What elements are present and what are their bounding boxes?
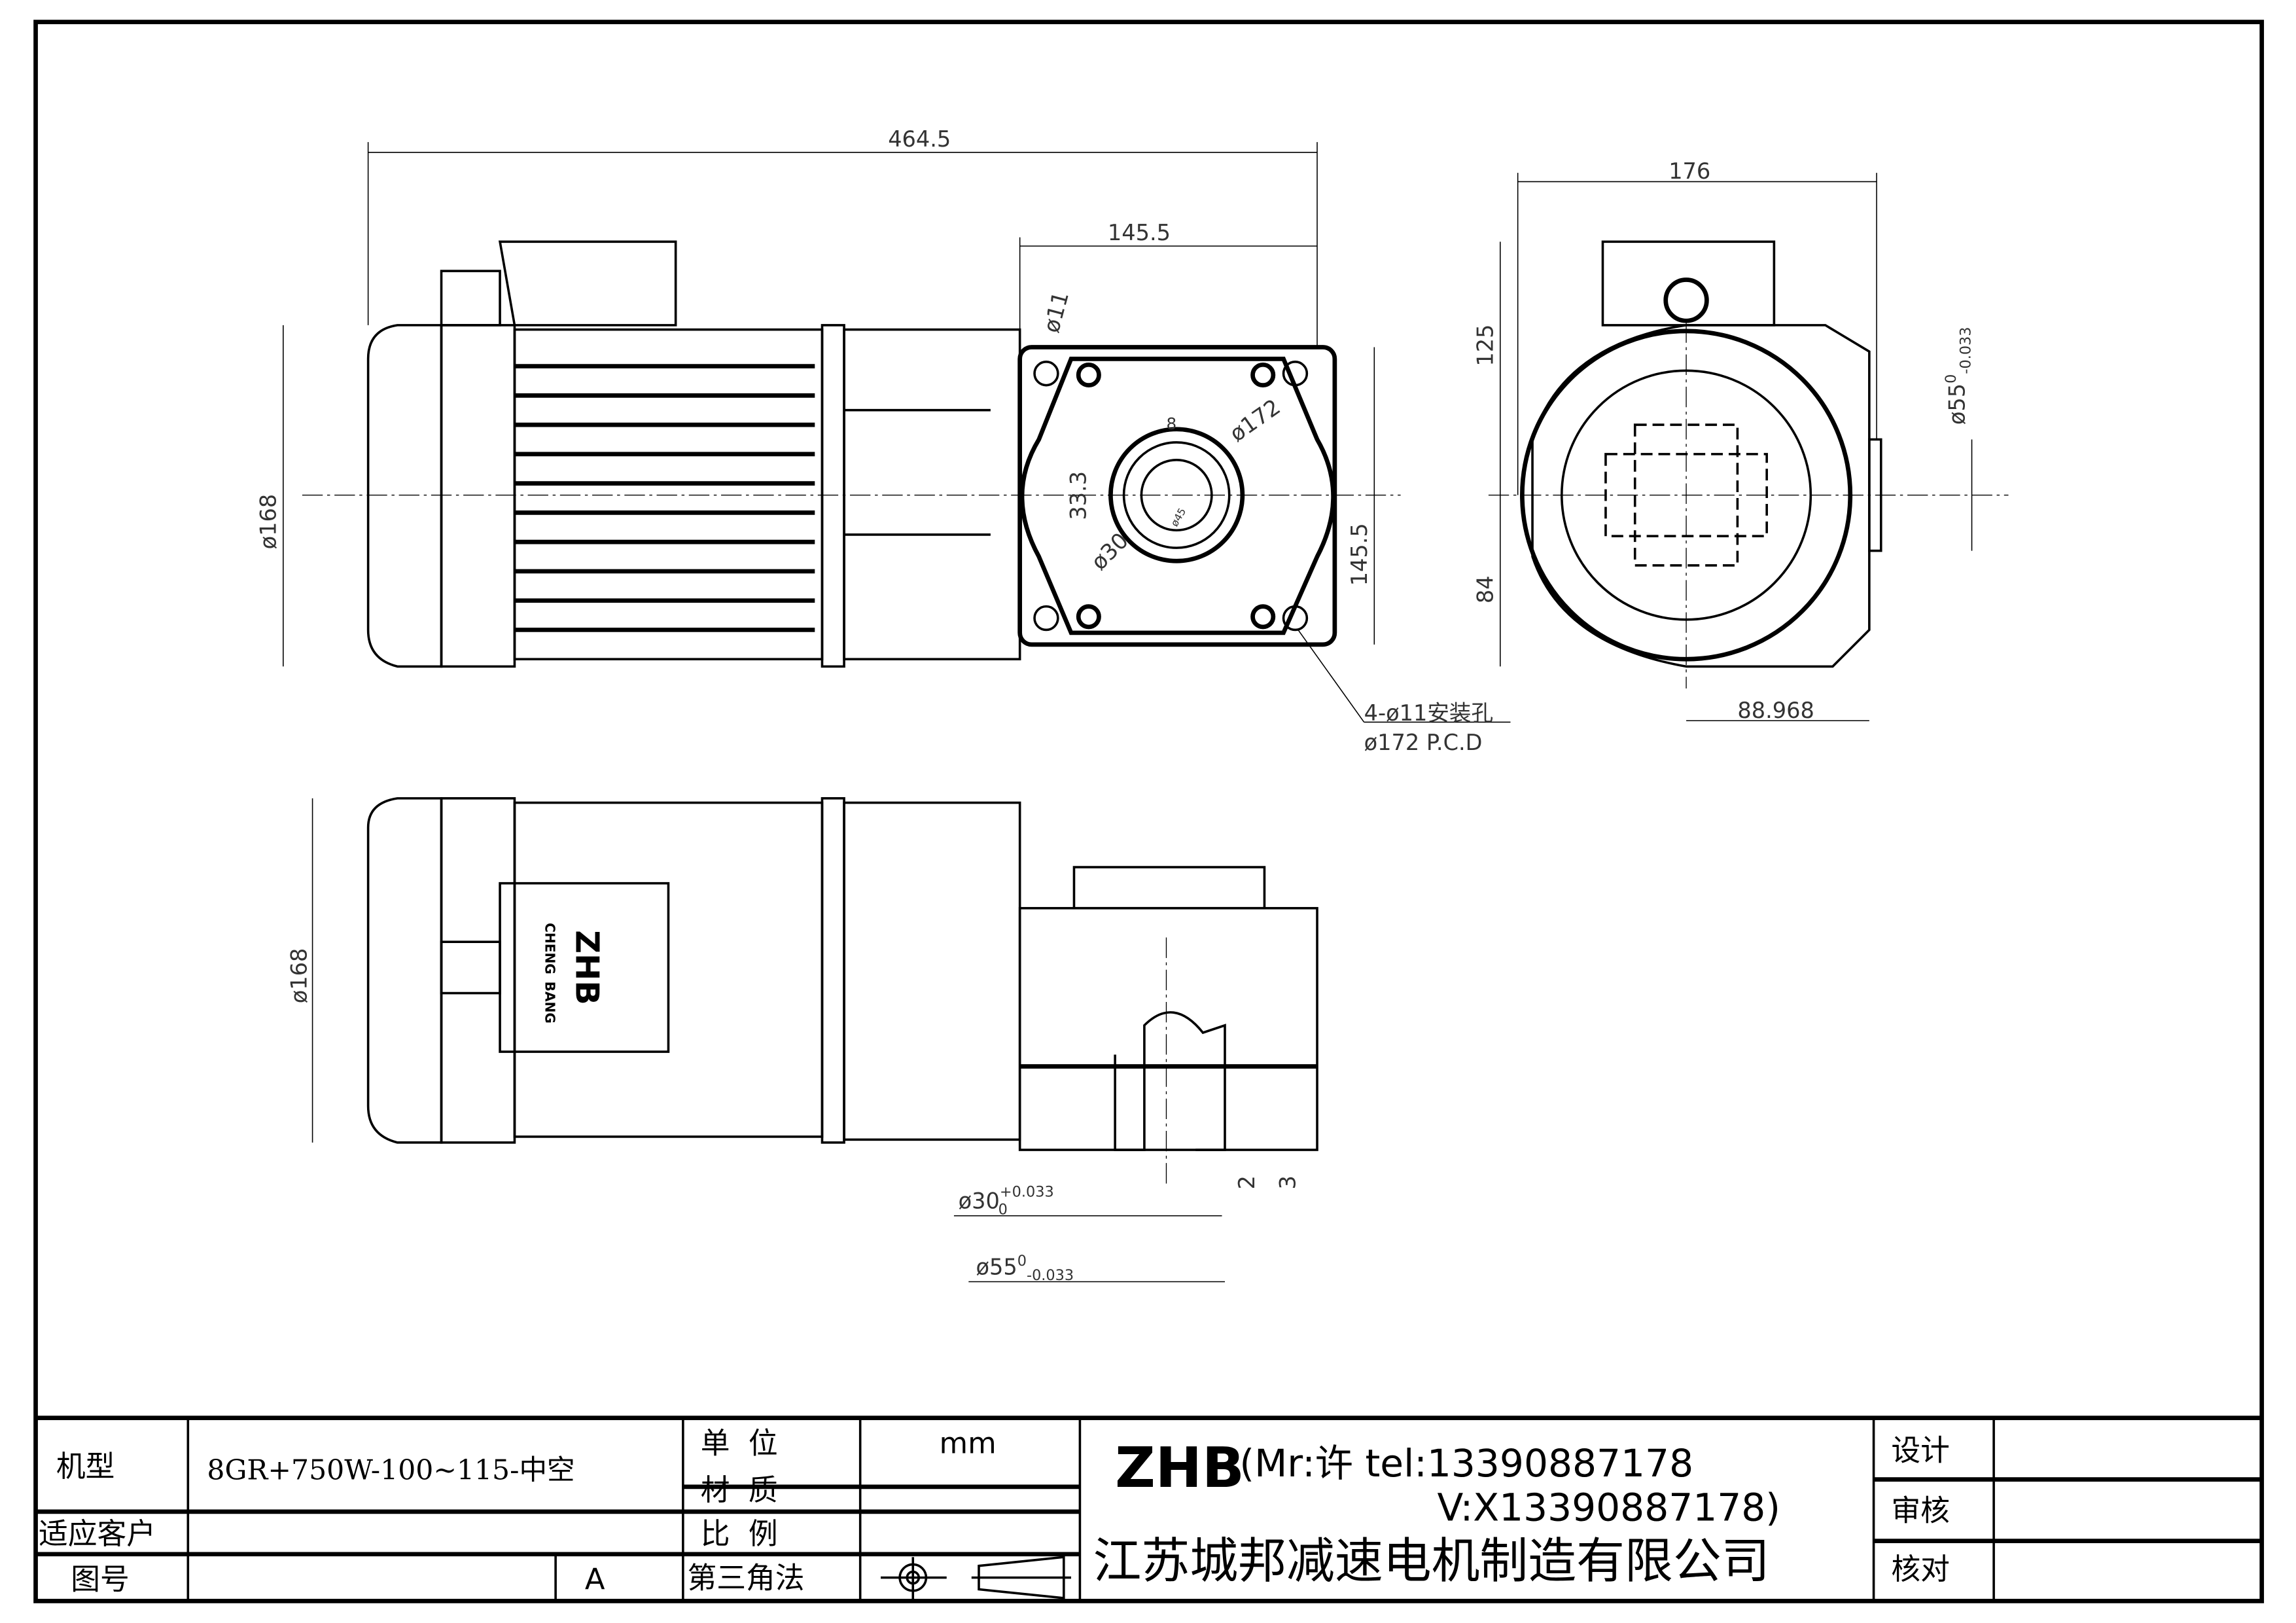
model-value: 8GR+750W-100~115-中空	[207, 1455, 574, 1487]
dim-hub: ø55	[976, 1254, 1017, 1279]
gearbox-body	[843, 328, 1021, 661]
logo-brand: ZHB	[568, 930, 606, 1005]
front-view: 464.5 145.5 ø168 ø11 ø172 33.3 ø30 8 ø45…	[256, 126, 1511, 755]
logo-text-2: BANG	[542, 982, 557, 1024]
dim-offset: 88.968	[1737, 698, 1814, 723]
dim-height-top: 125	[1473, 325, 1498, 366]
bore	[1140, 459, 1213, 532]
dim-key-height: 33.3	[1065, 471, 1091, 520]
brand-logo: ZHB	[1115, 1436, 1245, 1501]
terminal-box	[1601, 240, 1776, 327]
motor-end-cap	[366, 324, 443, 668]
dim-motor-dia: ø168	[256, 494, 281, 550]
revision: A	[585, 1562, 605, 1597]
dim-hub-dia: ø45	[1168, 506, 1188, 529]
mount-hole	[1033, 605, 1059, 632]
mount-hole	[1033, 361, 1059, 387]
drawing-no-label: 图号	[71, 1562, 130, 1597]
dim-hub-tol-lower: -0.033	[1027, 1267, 1074, 1284]
company-name: 江苏城邦减速电机制造有限公司	[1093, 1533, 1770, 1590]
dim-bottom-motor-dia: ø168	[287, 948, 312, 1004]
note-pcd: ø172 P.C.D	[1364, 730, 1483, 755]
contact-line1: (Mr:许 tel:13390887178	[1239, 1441, 1693, 1486]
dim-overall-length: 464.5	[888, 126, 951, 152]
svg-text:ø550-0.033: ø550-0.033	[976, 1253, 1074, 1284]
model-label: 机型	[56, 1449, 115, 1484]
dim-key-width: 8	[1166, 414, 1176, 433]
review-label: 审核	[1891, 1493, 1950, 1527]
hollow-shaft-section	[1114, 1011, 1226, 1151]
unit-value: mm	[940, 1425, 997, 1460]
projection-label: 第三角法	[688, 1560, 805, 1595]
mount-hole	[1282, 605, 1309, 632]
dim-side-hub: ø55	[1944, 383, 1969, 425]
logo-text-1: CHENG	[542, 923, 557, 974]
note-mount-holes: 4-ø11安装孔	[1364, 700, 1493, 726]
dim-bore-tol-upper: +0.033	[1000, 1184, 1054, 1201]
customer-label: 适应客户	[39, 1516, 156, 1551]
design-label: 设计	[1891, 1433, 1950, 1468]
scale-label: 比 例	[701, 1516, 778, 1551]
dim-hole-dia: ø11	[1038, 289, 1074, 335]
projection-symbol-icon	[881, 1556, 1071, 1600]
check-label: 核对	[1891, 1552, 1950, 1586]
drawing-border	[33, 20, 2265, 1603]
terminal-box	[498, 240, 677, 327]
title-block: 机型 8GR+750W-100~115-中空 适应客户 图号 A 单 位 mm …	[35, 1416, 2262, 1601]
dim-flange-height: 145.5	[1347, 523, 1372, 586]
hollow-shaft-hub	[1108, 427, 1245, 563]
unit-label: 单 位	[701, 1425, 778, 1460]
mount-hole	[1282, 361, 1309, 387]
contact-line2: V:X13390887178)	[1438, 1485, 1780, 1529]
cable-gland	[440, 270, 501, 327]
dim-bore: ø30	[959, 1188, 1000, 1214]
dim-height-bottom: 84	[1473, 575, 1498, 603]
side-view: 176 125 84 ø550-0.033 88.968	[1473, 158, 2009, 723]
svg-text:ø550-0.033: ø550-0.033	[1943, 327, 1974, 425]
fan-cover	[1520, 329, 1853, 662]
dim-2: 2	[1234, 1175, 1260, 1189]
dim-bore-tol-lower: 0	[998, 1202, 1008, 1219]
dim-side-width: 176	[1669, 158, 1710, 184]
dim-3: 3	[1275, 1175, 1300, 1189]
dim-flange-length: 145.5	[1108, 220, 1171, 245]
dim-pcd: ø172	[1225, 394, 1285, 446]
dim-hub-tol-upper: 0	[1017, 1253, 1027, 1270]
motor-body	[513, 328, 824, 661]
dim-side-hub-tol-lower: -0.033	[1957, 327, 1974, 374]
dim-side-hub-tol: 0	[1943, 374, 1960, 383]
material-label: 材 质	[701, 1472, 778, 1507]
